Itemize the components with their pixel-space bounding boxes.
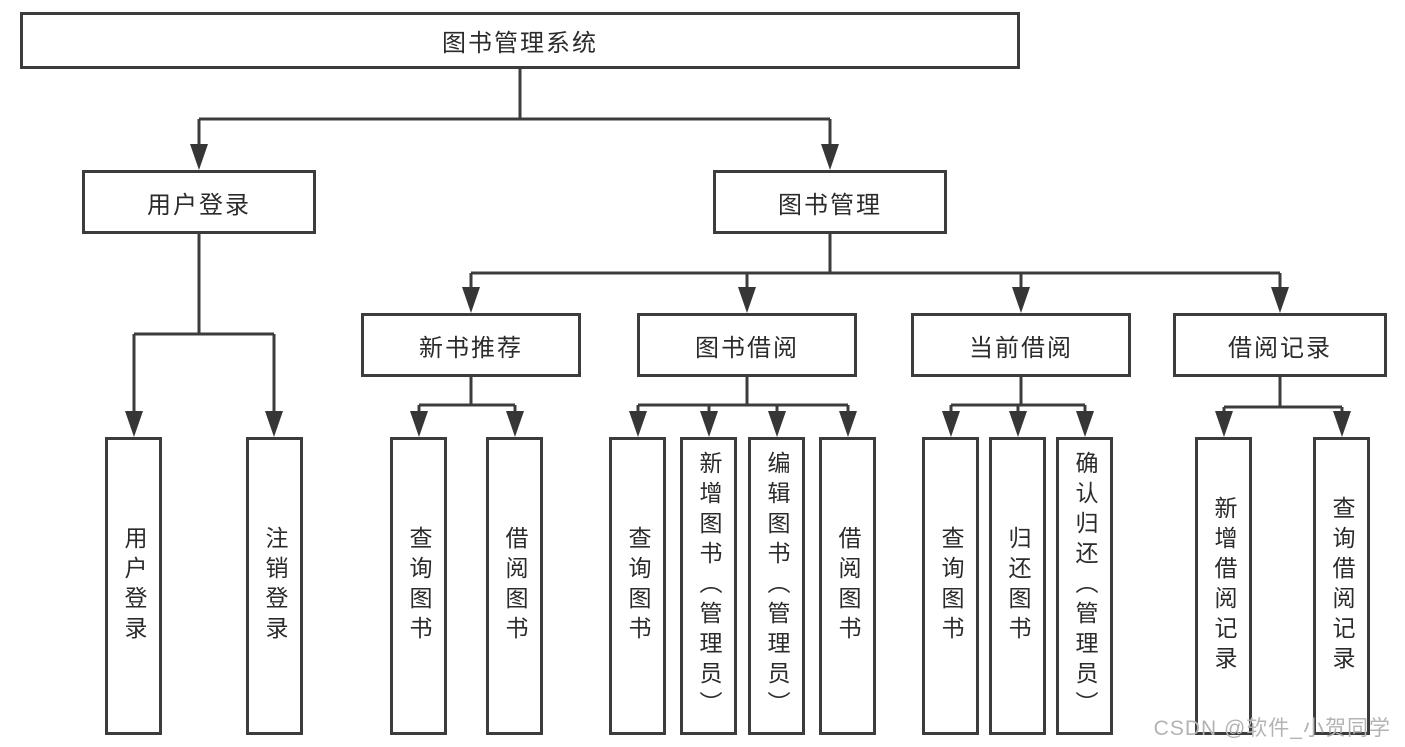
leaf-search-books-borrowing: 查询图书 <box>609 437 666 735</box>
connector-new-book-to-leaves <box>417 377 517 429</box>
node-label: 图书管理 <box>778 191 882 219</box>
node-book-management: 图书管理 <box>713 170 947 234</box>
node-book-borrowing: 图书借阅 <box>637 313 857 377</box>
node-new-book-recommend: 新书推荐 <box>361 313 581 377</box>
node-label: 新书推荐 <box>419 334 523 362</box>
node-library-management-system: 图书管理系统 <box>20 12 1020 69</box>
connector-root-to-level2 <box>197 69 832 164</box>
node-borrowing-records: 借阅记录 <box>1173 313 1387 377</box>
leaf-user-login: 用户登录 <box>105 437 162 735</box>
leaf-label: 查询借阅记录 <box>1329 496 1355 676</box>
leaf-label: 新增图书（管理员） <box>696 451 722 721</box>
leaf-search-borrow-record: 查询借阅记录 <box>1313 437 1370 735</box>
leaf-add-book-admin: 新增图书（管理员） <box>680 437 737 735</box>
connector-book-borrowing-to-leaves <box>636 377 850 429</box>
node-label: 借阅记录 <box>1228 334 1332 362</box>
leaf-label: 确认归还（管理员） <box>1072 451 1098 721</box>
node-label: 图书管理系统 <box>442 30 598 57</box>
leaf-edit-book-admin: 编辑图书（管理员） <box>748 437 805 735</box>
node-current-borrowing: 当前借阅 <box>911 313 1131 377</box>
node-user-login: 用户登录 <box>82 170 316 234</box>
connector-user-login-to-leaves <box>132 234 276 429</box>
connector-book-management-to-level3 <box>469 234 1282 305</box>
connector-borrowing-records-to-leaves <box>1222 377 1344 429</box>
leaf-borrow-books: 借阅图书 <box>819 437 876 735</box>
leaf-borrow-books-recommend: 借阅图书 <box>486 437 543 735</box>
leaf-label: 用户登录 <box>121 526 147 646</box>
leaf-label: 归还图书 <box>1005 526 1031 646</box>
leaf-search-books-recommend: 查询图书 <box>390 437 447 735</box>
csdn-watermark: CSDN @软件_小贺同学 <box>1153 717 1391 740</box>
node-label: 用户登录 <box>147 191 251 219</box>
leaf-label: 借阅图书 <box>502 526 528 646</box>
leaf-label: 新增借阅记录 <box>1211 496 1237 676</box>
leaf-label: 查询图书 <box>938 526 964 646</box>
leaf-label: 查询图书 <box>625 526 651 646</box>
leaf-label: 编辑图书（管理员） <box>764 451 790 721</box>
leaf-label: 注销登录 <box>262 526 288 646</box>
leaf-label: 借阅图书 <box>835 526 861 646</box>
leaf-add-borrow-record: 新增借阅记录 <box>1195 437 1252 735</box>
leaf-logout: 注销登录 <box>246 437 303 735</box>
node-label: 图书借阅 <box>695 334 799 362</box>
leaf-label: 查询图书 <box>406 526 432 646</box>
leaf-return-book: 归还图书 <box>989 437 1046 735</box>
node-label: 当前借阅 <box>969 334 1073 362</box>
leaf-search-books-current: 查询图书 <box>922 437 979 735</box>
leaf-confirm-return-admin: 确认归还（管理员） <box>1056 437 1113 735</box>
